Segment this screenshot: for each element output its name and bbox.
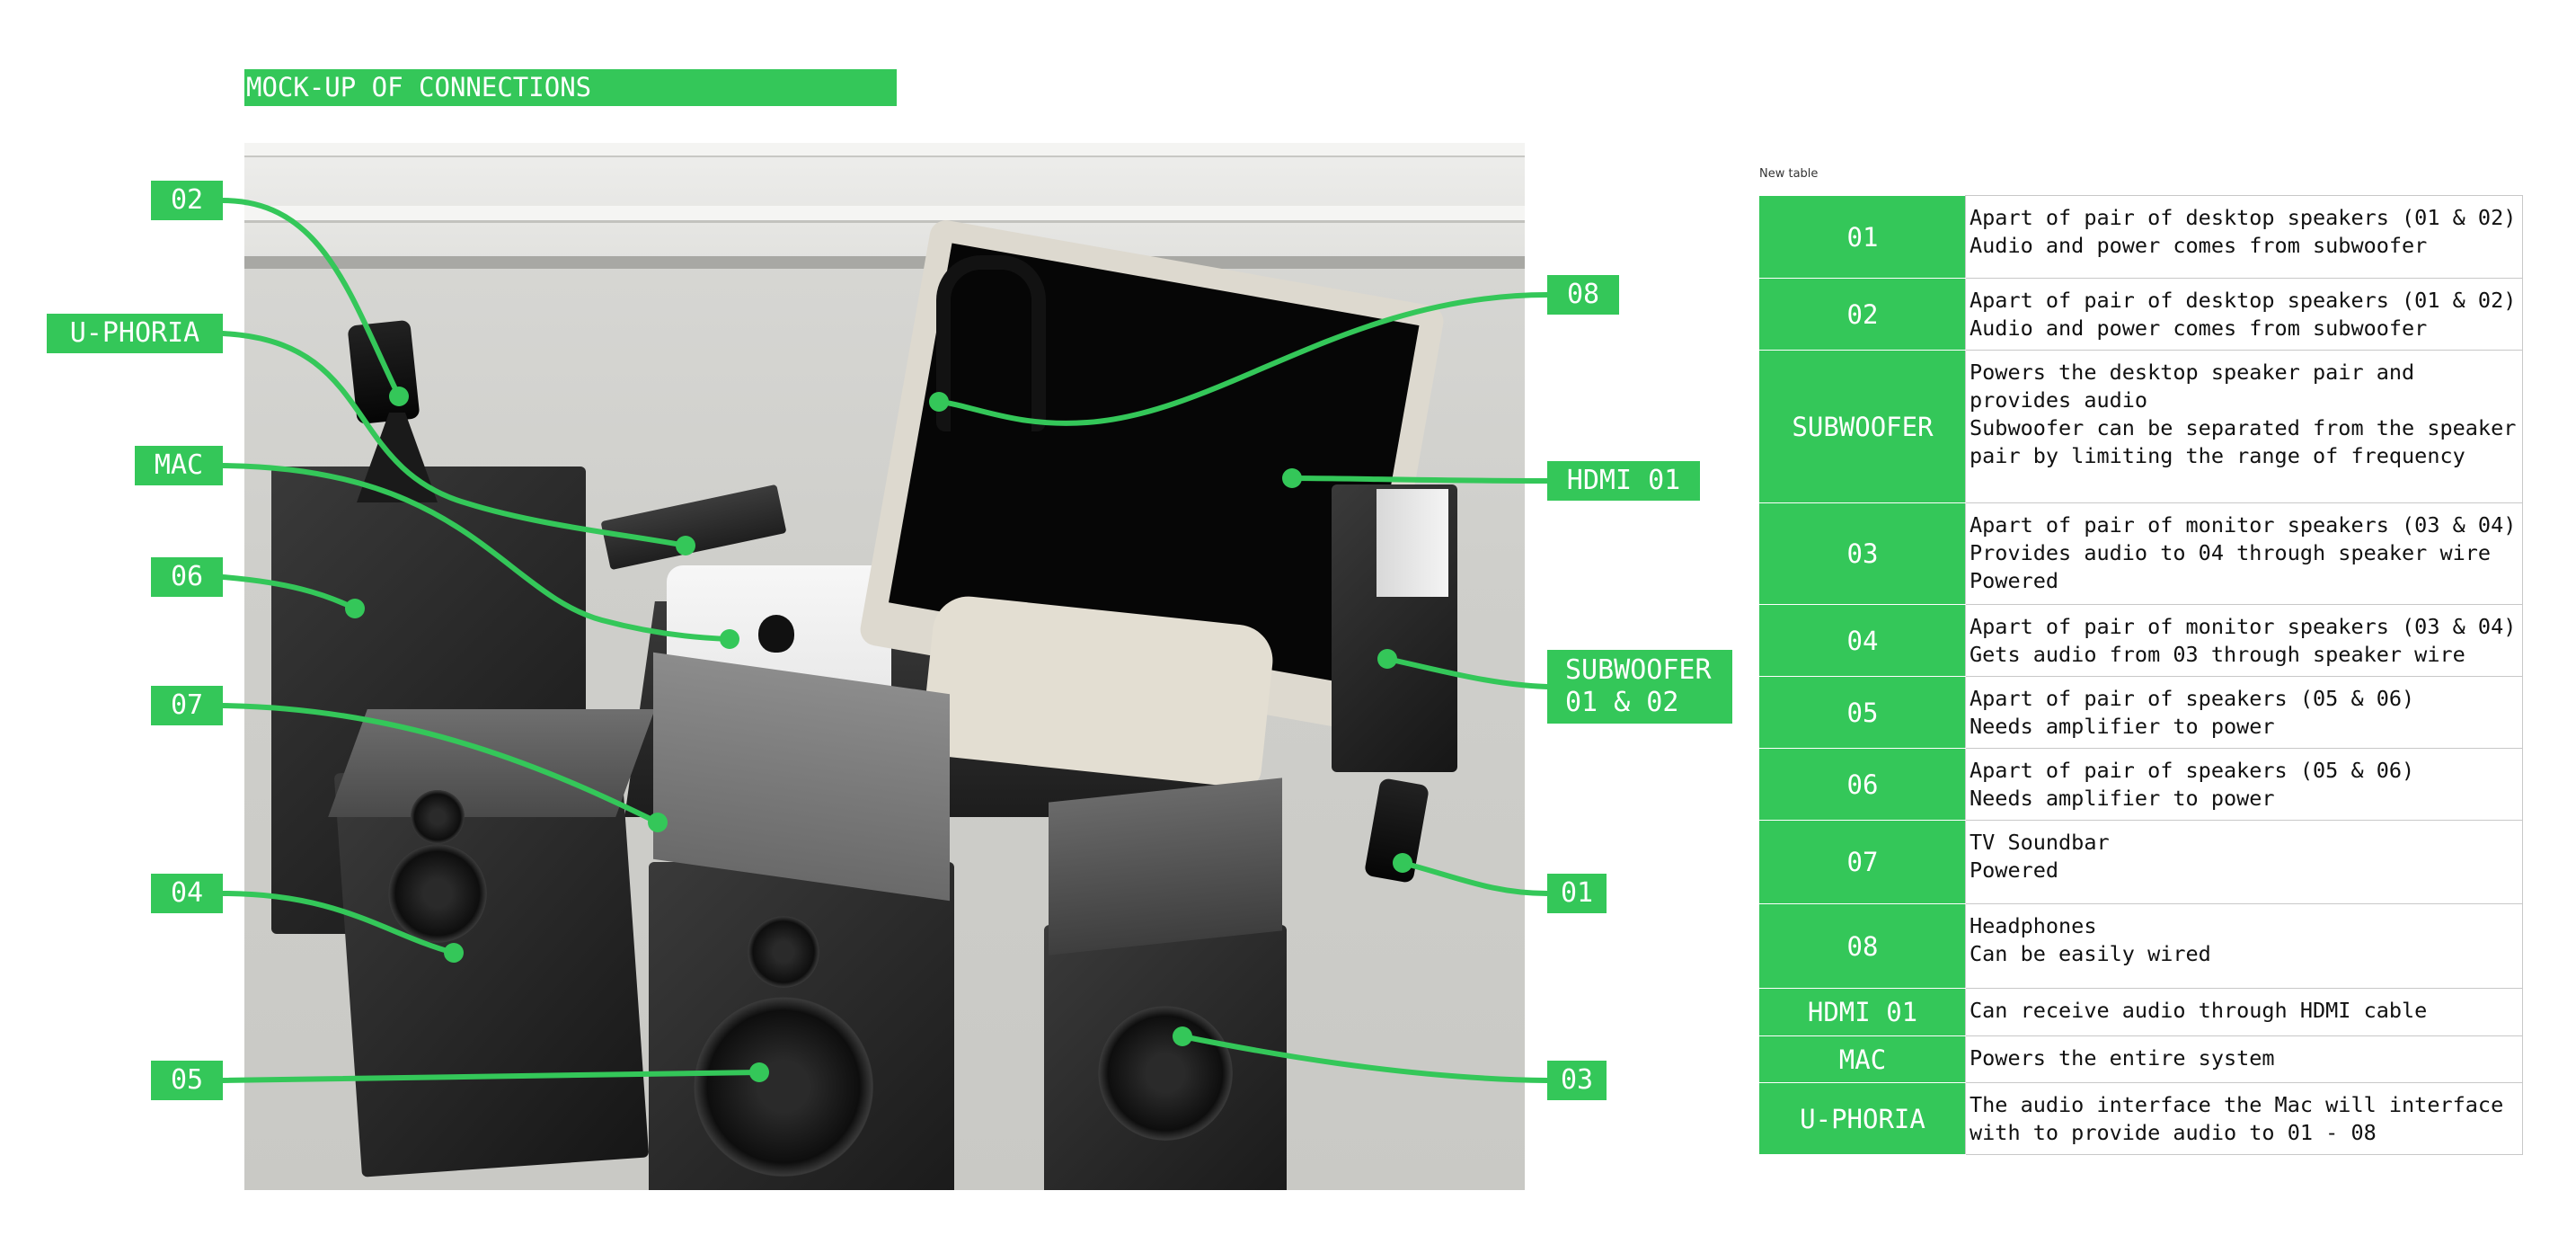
row-description: Powers the entire system bbox=[1965, 1035, 2523, 1083]
speaker-05-driver bbox=[694, 997, 873, 1177]
row-key: 04 bbox=[1759, 604, 1966, 677]
line-08 bbox=[936, 292, 1550, 426]
pipe bbox=[244, 206, 1525, 223]
row-key: 05 bbox=[1759, 676, 1966, 749]
speaker-04-driver bbox=[388, 844, 487, 943]
callout-03: 03 bbox=[1547, 1061, 1607, 1100]
dot-05 bbox=[749, 1062, 769, 1082]
apple-logo-icon bbox=[758, 615, 794, 653]
row-key: HDMI 01 bbox=[1759, 988, 1966, 1036]
row-key: SUBWOOFER bbox=[1759, 350, 1966, 503]
row-description: TV Soundbar Powered bbox=[1965, 820, 2523, 904]
callout-05: 05 bbox=[151, 1061, 223, 1100]
speaker-04-tweeter bbox=[411, 790, 465, 844]
row-description: Apart of pair of desktop speakers (01 & … bbox=[1965, 278, 2523, 351]
callout-02: 02 bbox=[151, 181, 223, 220]
dot-04 bbox=[444, 943, 464, 963]
line-06 bbox=[220, 574, 358, 611]
dot-hdmi-01 bbox=[1282, 468, 1302, 488]
callout-08: 08 bbox=[1547, 275, 1619, 315]
line-04 bbox=[220, 891, 456, 955]
row-key: 06 bbox=[1759, 748, 1966, 821]
headphones-08 bbox=[936, 255, 1046, 431]
line-03 bbox=[1180, 1034, 1550, 1083]
callout-04: 04 bbox=[151, 874, 223, 913]
line-02 bbox=[220, 198, 402, 399]
line-u-phoria bbox=[220, 331, 688, 548]
row-key: 03 bbox=[1759, 502, 1966, 605]
row-description: Apart of pair of desktop speakers (01 & … bbox=[1965, 195, 2523, 279]
callout-mac: MAC bbox=[135, 446, 223, 485]
dot-07 bbox=[648, 813, 668, 832]
line-mac bbox=[220, 463, 732, 642]
row-key: 07 bbox=[1759, 820, 1966, 904]
line-hdmi-01 bbox=[1289, 475, 1550, 484]
dot-08 bbox=[929, 392, 949, 412]
pipe bbox=[244, 143, 1525, 157]
speaker-05-tweeter bbox=[748, 916, 819, 988]
speaker-03-driver bbox=[1098, 1006, 1233, 1141]
dot-03 bbox=[1173, 1026, 1192, 1046]
line-subwoofer bbox=[1385, 656, 1550, 689]
row-description: The audio interface the Mac will interfa… bbox=[1965, 1082, 2523, 1155]
row-description: Apart of pair of speakers (05 & 06) Need… bbox=[1965, 748, 2523, 821]
row-description: Headphones Can be easily wired bbox=[1965, 903, 2523, 989]
dot-06 bbox=[345, 599, 365, 618]
callout-subwoofer: SUBWOOFER 01 & 02 bbox=[1547, 650, 1732, 724]
row-key: U-PHORIA bbox=[1759, 1082, 1966, 1155]
row-description: Powers the desktop speaker pair and prov… bbox=[1965, 350, 2523, 503]
line-05 bbox=[220, 1070, 762, 1083]
equipment-photo bbox=[244, 143, 1525, 1190]
row-key: 01 bbox=[1759, 195, 1966, 279]
subwoofer-panel bbox=[1377, 489, 1448, 597]
dot-subwoofer bbox=[1377, 649, 1397, 669]
line-01 bbox=[1400, 860, 1550, 896]
callout-hdmi-01: HDMI 01 bbox=[1547, 461, 1700, 501]
dot-02 bbox=[389, 387, 409, 406]
row-key: 08 bbox=[1759, 903, 1966, 989]
callout-u-phoria: U-PHORIA bbox=[47, 314, 223, 353]
row-description: Can receive audio through HDMI cable bbox=[1965, 988, 2523, 1036]
row-key: MAC bbox=[1759, 1035, 1966, 1083]
table-caption: New table bbox=[1759, 167, 1819, 181]
dot-mac bbox=[720, 629, 739, 649]
row-description: Apart of pair of speakers (05 & 06) Need… bbox=[1965, 676, 2523, 749]
wall bbox=[244, 143, 1525, 260]
row-key: 02 bbox=[1759, 278, 1966, 351]
page-title: MOCK-UP OF CONNECTIONS bbox=[244, 69, 897, 106]
row-description: Apart of pair of monitor speakers (03 & … bbox=[1965, 604, 2523, 677]
callout-07: 07 bbox=[151, 686, 223, 725]
dot-u-phoria bbox=[676, 536, 695, 555]
dot-01 bbox=[1393, 853, 1412, 873]
callout-01: 01 bbox=[1547, 874, 1607, 913]
line-07 bbox=[220, 703, 660, 825]
callout-06: 06 bbox=[151, 557, 223, 597]
row-description: Apart of pair of monitor speakers (03 & … bbox=[1965, 502, 2523, 605]
